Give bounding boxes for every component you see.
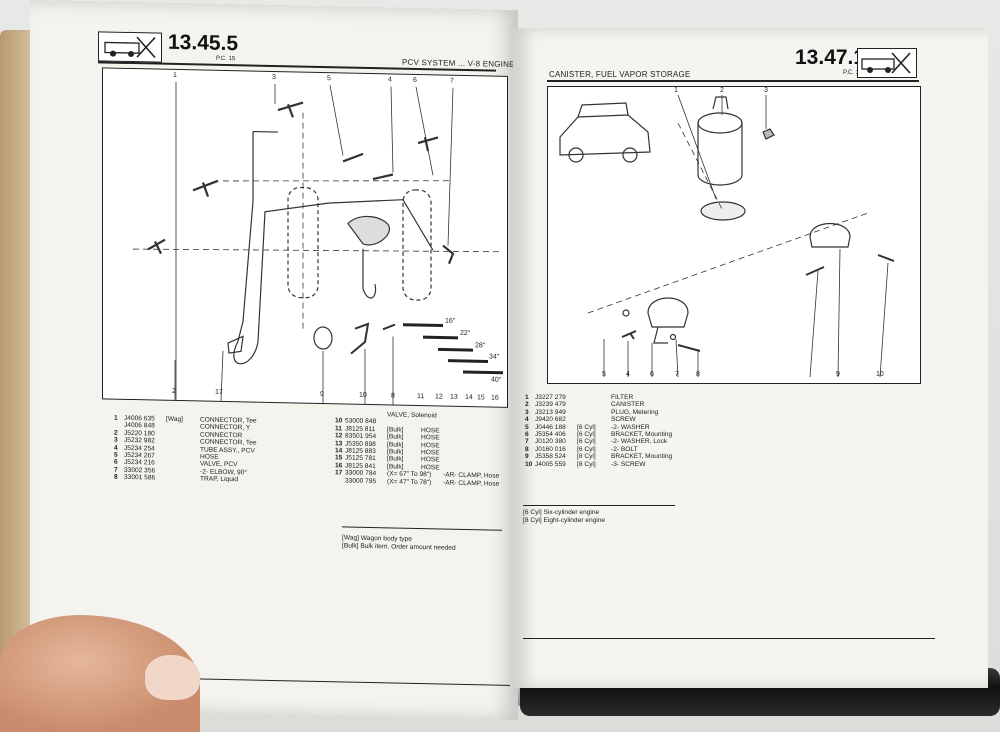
callout-5: 5 — [602, 371, 606, 378]
page-number: 13.47.1 — [795, 46, 866, 69]
section-title: CANISTER, FUEL VAPOR STORAGE — [549, 70, 691, 79]
footnote-6cyl: [6 Cyl] Six-cylinder engine — [523, 509, 600, 516]
vehicle-crossed-icon — [98, 31, 162, 63]
callout-13: 13 — [450, 393, 458, 401]
pcv-diagram-art — [132, 81, 504, 405]
callout-10: 10 — [876, 371, 884, 378]
exploded-diagram: 16" 22" 28" 34" 40" 1 3 5 4 6 7 2 17 9 1… — [102, 67, 508, 408]
hose-length-28: 28" — [475, 342, 486, 350]
footnote-bulk: [Bulk] Bulk item. Order amount needed — [342, 542, 456, 552]
page-number: 13.45.5 — [168, 30, 239, 56]
hose-length-40: 40" — [491, 376, 502, 384]
callout-15: 15 — [477, 394, 485, 402]
hose-length-34: 34" — [489, 353, 500, 361]
callout-1: 1 — [173, 71, 177, 79]
callout-5: 5 — [327, 75, 331, 83]
left-page: 13.45.5 P.C. 15 PCV SYSTEM ... V-8 ENGIN… — [30, 0, 518, 721]
right-page: 13.47.1 P.C. 15 CANISTER, FUEL VAPOR STO… — [513, 28, 988, 688]
footnotes: [Wag] Wagon body type [Bulk] Bulk item. … — [342, 534, 456, 552]
page-sub: P.C. 15 — [216, 55, 236, 63]
footnote-8cyl: [8 Cyl] Eight-cylinder engine — [523, 517, 606, 524]
callout-7: 7 — [675, 371, 679, 378]
callout-10: 10 — [359, 391, 367, 399]
callout-16: 16 — [491, 394, 499, 402]
canister-diagram-art — [559, 94, 895, 378]
exploded-diagram: 1 2 3 5 4 6 7 8 9 10 — [547, 86, 921, 384]
page-sub: P.C. 15 — [843, 70, 863, 76]
header-rule — [547, 80, 919, 82]
callout-11: 11 — [417, 392, 425, 401]
callout-14: 14 — [465, 394, 473, 402]
callout-6: 6 — [650, 371, 654, 378]
callout-1: 1 — [674, 87, 678, 94]
callout-9: 9 — [836, 371, 840, 378]
vehicle-crossed-icon — [857, 48, 917, 78]
callout-8: 8 — [391, 392, 395, 400]
callout-12: 12 — [435, 393, 443, 401]
thumbnail — [145, 655, 200, 700]
footnotes: [6 Cyl] Six-cylinder engine [8 Cyl] Eigh… — [523, 509, 605, 525]
callout-6: 6 — [413, 76, 417, 84]
callout-9: 9 — [320, 390, 324, 399]
callout-7: 7 — [450, 77, 454, 85]
hose-length-16: 16" — [445, 317, 456, 325]
callout-17: 17 — [215, 388, 223, 396]
callout-2: 2 — [172, 387, 176, 395]
callout-4: 4 — [388, 76, 392, 84]
bottom-rule — [523, 638, 935, 639]
callout-3: 3 — [272, 73, 276, 82]
callout-8: 8 — [696, 371, 700, 378]
footnote-rule — [342, 526, 502, 531]
callout-2: 2 — [720, 87, 724, 94]
callout-4: 4 — [626, 371, 630, 378]
footnote-rule — [523, 505, 675, 506]
callout-3: 3 — [764, 87, 768, 94]
hose-length-22: 22" — [460, 329, 471, 338]
